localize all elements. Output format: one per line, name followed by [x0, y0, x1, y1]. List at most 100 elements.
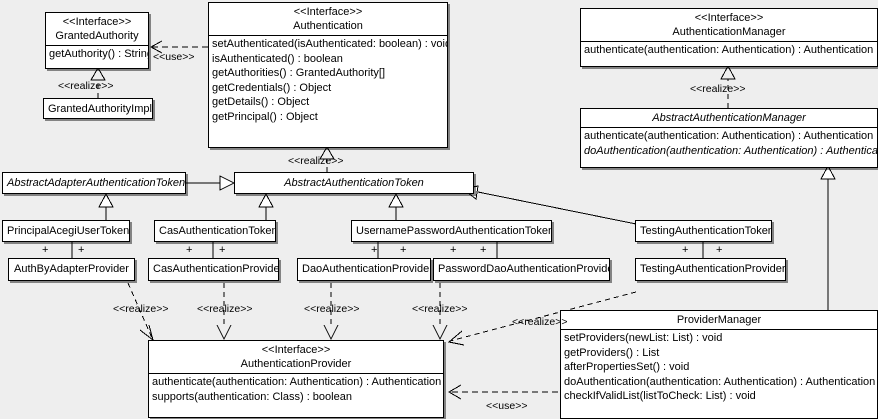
class-name: Authentication	[293, 20, 363, 33]
class-header: <<Interface>> GrantedAuthority	[46, 13, 148, 45]
class-name: DaoAuthenticationProvider	[302, 263, 431, 275]
class-header: <<Interface>> Authentication	[209, 3, 447, 35]
class-password-dao-authentication-provider[interactable]: PasswordDaoAuthenticationProvider	[433, 258, 610, 281]
class-header: PrincipalAcegiUserToken	[3, 221, 129, 241]
class-header: AbstractAuthenticationManager	[581, 109, 877, 127]
class-abstract-authentication-manager[interactable]: AbstractAuthenticationManager authentica…	[580, 108, 878, 168]
edge-label-realize-abstracttoken: <<realize>>	[288, 155, 344, 167]
class-name: AbstractAuthenticationManager	[652, 112, 806, 124]
edge-label-realize-casprovider: <<realize>>	[197, 303, 253, 315]
class-authentication-provider[interactable]: <<Interface>> AuthenticationProvider aut…	[148, 340, 444, 418]
stereotype-label: <<Interface>>	[293, 6, 363, 18]
operations-compartment: getAuthority() : String	[46, 46, 148, 63]
class-cas-authentication-token[interactable]: CasAuthenticationToken	[154, 220, 276, 242]
compartment-divider	[209, 35, 447, 37]
class-header: AbstractAdapterAuthenticationToken	[3, 173, 185, 193]
class-username-password-authentication-token[interactable]: UsernamePasswordAuthenticationToken	[351, 220, 552, 242]
operation: getAuthority() : String	[49, 48, 149, 61]
operation: getCredentials() : Object	[212, 81, 332, 94]
operation: authenticate(authentication: Authenticat…	[584, 44, 874, 57]
class-name: GrantedAuthority	[55, 30, 139, 43]
edge-label-realize-passworddaoprovider: <<realize>>	[412, 303, 468, 315]
operations-compartment: authenticate(authentication: Authenticat…	[581, 42, 877, 59]
class-header: AbstractAuthenticationToken	[235, 173, 473, 193]
operation: getAuthorities() : GrantedAuthority[]	[212, 67, 386, 80]
class-name: AuthByAdapterProvider	[14, 263, 129, 275]
class-name: CasAuthenticationProvider	[153, 263, 279, 275]
triangle-realize-abstractmanager	[720, 64, 736, 80]
class-header: UsernamePasswordAuthenticationToken	[352, 221, 551, 241]
operation: authenticate(authentication: Authenticat…	[584, 130, 874, 143]
operations-compartment: setAuthenticated(isAuthenticated: boolea…	[209, 36, 447, 125]
edge-label-realize-grantedauthorityimpl: <<realize>>	[58, 80, 114, 92]
compartment-divider	[149, 373, 443, 375]
class-authentication[interactable]: <<Interface>> Authentication setAuthenti…	[208, 2, 448, 148]
arrowhead-use-providermanager	[448, 384, 462, 400]
compartment-divider	[561, 329, 877, 331]
class-auth-by-adapter-provider[interactable]: AuthByAdapterProvider	[8, 258, 135, 281]
class-provider-manager[interactable]: ProviderManager setProviders(newList: Li…	[560, 310, 878, 419]
class-name: PasswordDaoAuthenticationProvider	[438, 263, 610, 275]
compartment-divider	[581, 127, 877, 129]
class-name: UsernamePasswordAuthenticationToken	[356, 225, 552, 237]
class-name: GrantedAuthorityImpl	[48, 103, 152, 115]
class-header: GrantedAuthorityImpl	[44, 99, 152, 118]
class-testing-authentication-token[interactable]: TestingAuthenticationToken	[635, 220, 772, 242]
class-header: CasAuthenticationToken	[155, 221, 275, 241]
class-granted-authority-impl[interactable]: GrantedAuthorityImpl	[43, 98, 153, 119]
class-granted-authority[interactable]: <<Interface>> GrantedAuthority getAuthor…	[45, 12, 149, 69]
association-marker: +	[371, 244, 378, 256]
arrowhead-realize-authbyadapter	[139, 324, 154, 342]
class-name: ProviderManager	[676, 314, 762, 326]
class-name: AuthenticationProvider	[240, 358, 352, 371]
class-name: AuthenticationManager	[672, 26, 786, 39]
association-marker: +	[716, 244, 723, 256]
operation: getPrincipal() : Object	[212, 110, 318, 123]
class-testing-authentication-provider[interactable]: TestingAuthenticationProvider	[635, 258, 786, 281]
class-name: AbstractAuthenticationToken	[284, 177, 424, 189]
class-name: TestingAuthenticationToken	[640, 225, 772, 237]
operation: afterPropertiesSet() : void	[564, 361, 690, 374]
compartment-divider	[46, 45, 148, 47]
association-marker: +	[450, 244, 457, 256]
class-cas-authentication-provider[interactable]: CasAuthenticationProvider	[148, 258, 279, 281]
operation: checkIfValidList(listToCheck: List) : vo…	[564, 390, 756, 403]
association-marker: +	[682, 244, 689, 256]
stereotype-label: <<Interface>>	[694, 12, 764, 24]
compartment-divider	[581, 41, 877, 43]
class-header: PasswordDaoAuthenticationProvider	[434, 259, 609, 279]
operation: authenticate(authentication: Authenticat…	[152, 376, 442, 389]
association-marker: +	[400, 244, 407, 256]
edge-label-realize-abstractmanager: <<realize>>	[690, 83, 746, 95]
edge-label-realize-testingprovider: <<realize>>	[512, 316, 568, 328]
class-header: TestingAuthenticationToken	[636, 221, 771, 241]
edge-label-realize-authbyadapter: <<realize>>	[113, 303, 169, 315]
association-marker: +	[186, 244, 193, 256]
operation: setProviders(newList: List) : void	[564, 332, 723, 345]
operation: getProviders() : List	[564, 346, 660, 359]
arrowhead-realize-daoprovider	[323, 324, 339, 341]
operation: setAuthenticated(isAuthenticated: boolea…	[212, 38, 448, 51]
triangle-gen-usernametoken	[388, 192, 404, 208]
class-principal-acegi-user-token[interactable]: PrincipalAcegiUserToken	[2, 220, 130, 242]
class-abstract-adapter-authentication-token[interactable]: AbstractAdapterAuthenticationToken	[2, 172, 186, 194]
class-authentication-manager[interactable]: <<Interface>> AuthenticationManager auth…	[580, 8, 878, 67]
operation: doAuthentication(authentication: Authent…	[564, 375, 876, 388]
association-marker: +	[42, 244, 49, 256]
operations-compartment: authenticate(authentication: Authenticat…	[149, 374, 443, 405]
stereotype-label: <<Interface>>	[62, 16, 132, 28]
stereotype-label: <<Interface>>	[261, 344, 331, 356]
triangle-realize-grantedauthorityimpl	[90, 67, 106, 81]
triangle-gen-adaptertoken	[219, 175, 236, 191]
class-name: AbstractAdapterAuthenticationToken	[7, 177, 186, 189]
edge-label-use-providermanager: <<use>>	[486, 400, 528, 412]
edge-label-realize-daoprovider: <<realize>>	[304, 303, 360, 315]
class-abstract-authentication-token[interactable]: AbstractAuthenticationToken	[234, 172, 474, 194]
class-dao-authentication-provider[interactable]: DaoAuthenticationProvider	[297, 258, 431, 281]
class-header: <<Interface>> AuthenticationManager	[581, 9, 877, 41]
class-header: DaoAuthenticationProvider	[298, 259, 430, 279]
operation: isAuthenticated() : boolean	[212, 52, 343, 65]
class-header: ProviderManager	[561, 311, 877, 329]
arrowhead-realize-testingprovider	[447, 330, 465, 346]
